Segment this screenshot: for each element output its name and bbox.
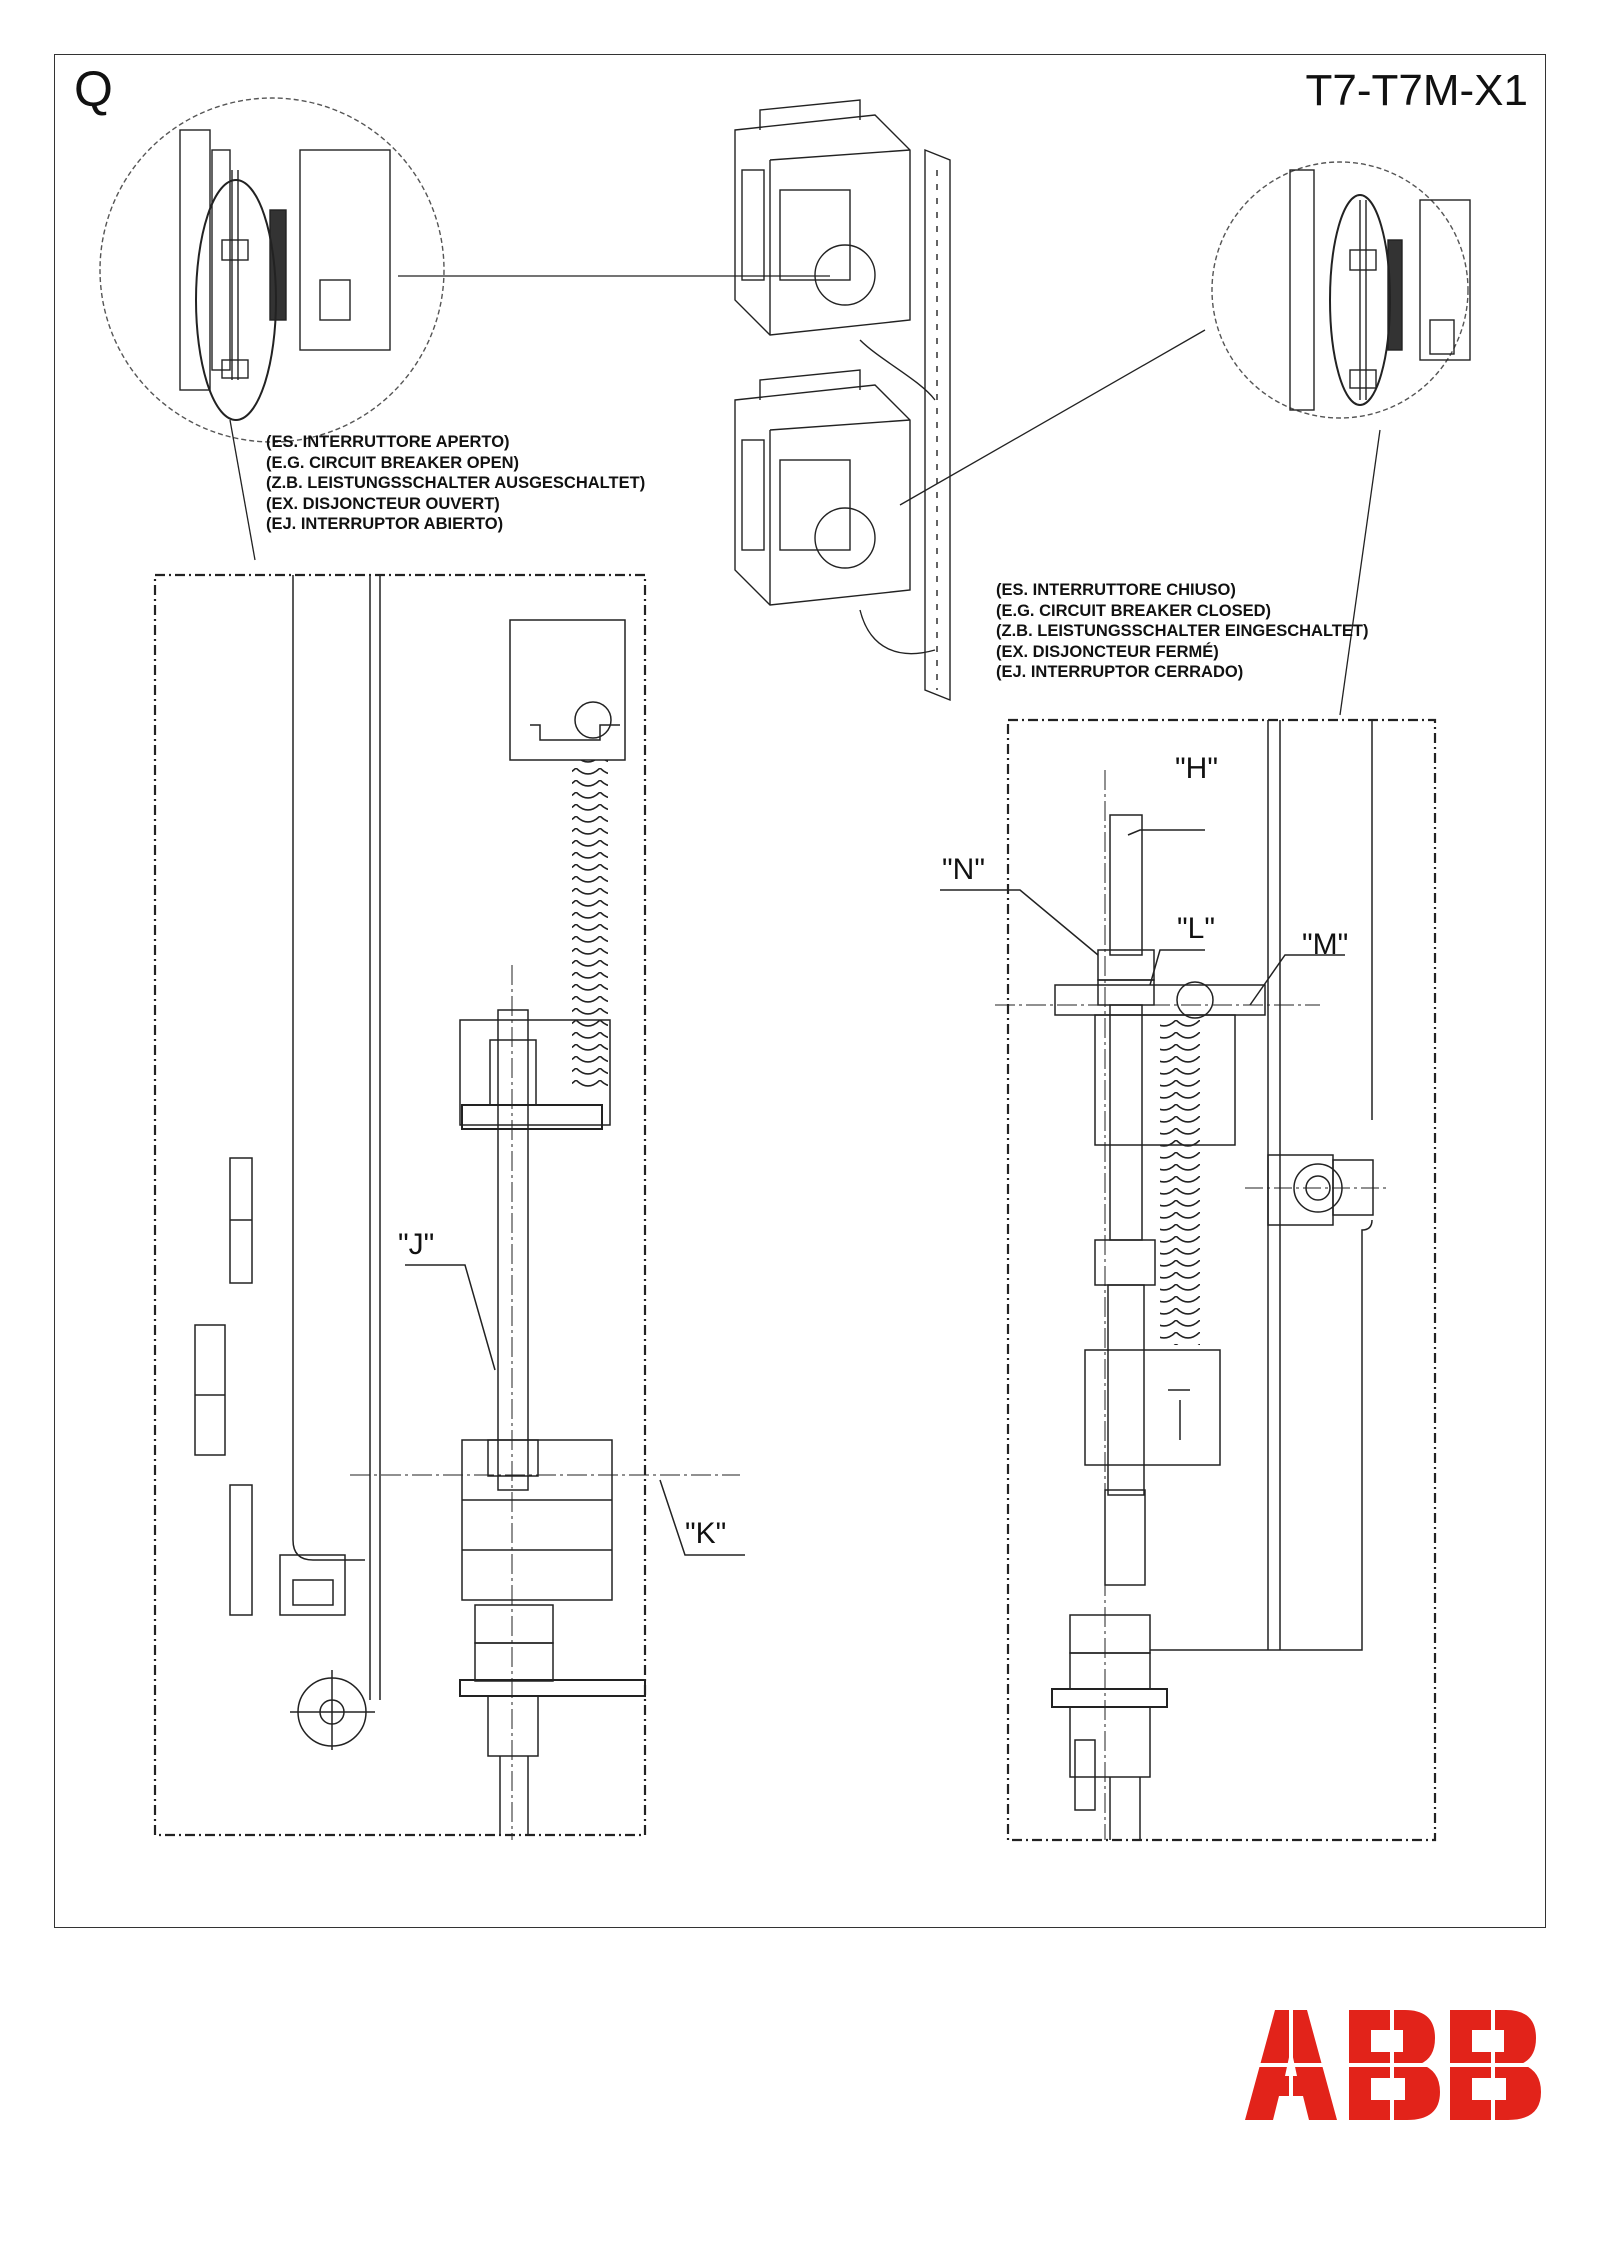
detail-circle-open [99, 97, 445, 443]
callout-j: "J" [398, 1228, 435, 1261]
caption-breaker-closed: (ES. INTERRUTTORE CHIUSO) (E.G. CIRCUIT … [996, 580, 1368, 683]
caption-line: (E.G. CIRCUIT BREAKER OPEN) [266, 453, 520, 472]
caption-line: (EX. DISJONCTEUR OUVERT) [266, 494, 500, 513]
drawing-frame [54, 54, 1546, 1928]
caption-line: (ES. INTERRUTTORE APERTO) [266, 433, 510, 451]
caption-line: (Z.B. LEISTUNGSSCHALTER EINGESCHALTET) [996, 622, 1369, 640]
caption-line: (EX. DISJONCTEUR FERMÉ) [996, 642, 1219, 661]
model-code: T7-T7M-X1 [1305, 66, 1528, 115]
callout-k: "K" [685, 1517, 727, 1550]
abb-logo [1245, 2010, 1545, 2120]
caption-breaker-open: (ES. INTERRUTTORE APERTO) (E.G. CIRCUIT … [266, 432, 645, 535]
caption-line: (ES. INTERRUTTORE CHIUSO) [996, 581, 1236, 599]
detail-circle-closed [1211, 161, 1471, 419]
callout-l: "L" [1177, 912, 1215, 945]
view-open [153, 573, 745, 1840]
section-letter: Q [74, 61, 113, 117]
callout-h: "H" [1175, 752, 1218, 785]
caption-line: (EJ. INTERRUPTOR CERRADO) [996, 663, 1244, 681]
breaker-views [734, 99, 951, 702]
caption-line: (EJ. INTERRUPTOR ABIERTO) [266, 515, 504, 533]
caption-line: (E.G. CIRCUIT BREAKER CLOSED) [996, 601, 1272, 620]
callout-n: "N" [942, 853, 985, 886]
view-closed [940, 718, 1437, 1842]
callout-m: "M" [1302, 928, 1349, 961]
caption-line: (Z.B. LEISTUNGSSCHALTER AUSGESCHALTET) [266, 474, 646, 492]
